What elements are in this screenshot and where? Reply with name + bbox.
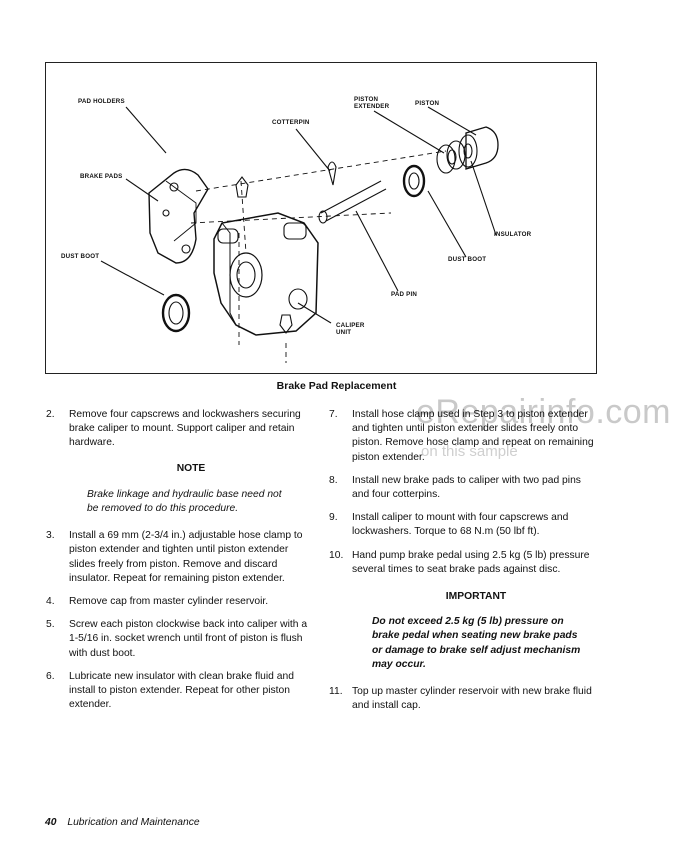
step-6: 6. Lubricate new insulator with clean br… <box>45 670 313 713</box>
step-5: 5. Screw each piston clockwise back into… <box>45 618 313 661</box>
label-brake-pads: BRAKE PADS <box>80 173 123 180</box>
step-number: 10. <box>329 549 344 561</box>
label-caliper-unit: CALIPER UNIT <box>336 322 365 336</box>
step-number: 6. <box>46 670 55 682</box>
step-10: 10. Hand pump brake pedal using 2.5 kg (… <box>328 549 600 577</box>
figure-frame: PAD HOLDERS PISTON EXTENDER PISTON COTTE… <box>45 62 597 374</box>
step-number: 4. <box>46 596 55 608</box>
step-text: Remove four capscrews and lockwashers se… <box>69 409 301 449</box>
watermark-text: eRepairinfo.com <box>415 393 671 431</box>
step-number: 7. <box>329 409 338 420</box>
step-number: 11. <box>329 686 343 698</box>
label-cotterpin: COTTERPIN <box>272 119 310 126</box>
section-title: Lubrication and Maintenance <box>67 817 200 828</box>
step-text: Remove cap from master cylinder reservoi… <box>69 596 269 608</box>
step-4: 4. Remove cap from master cylinder reser… <box>45 595 313 609</box>
label-insulator: INSULATOR <box>494 231 532 238</box>
step-number: 2. <box>46 409 55 420</box>
step-text: Install new brake pads to caliper with t… <box>352 474 581 501</box>
step-2: 2. Remove four capscrews and lockwashers… <box>45 408 313 451</box>
label-dust-boot-right: DUST BOOT <box>448 256 487 263</box>
important-body: Do not exceed 2.5 kg (5 lb) pressure on … <box>372 616 581 670</box>
note-body: Brake linkage and hydraulic base need no… <box>87 488 282 515</box>
label-dust-boot-left: DUST BOOT <box>61 253 100 260</box>
step-number: 3. <box>46 530 55 542</box>
step-text: Top up master cylinder reservoir with ne… <box>352 686 592 712</box>
step-9: 9. Install caliper to mount with four ca… <box>328 511 600 539</box>
step-8: 8. Install new brake pads to caliper wit… <box>328 474 600 502</box>
step-text: Lubricate new insulator with clean brake… <box>69 670 294 711</box>
label-piston: PISTON <box>415 100 440 107</box>
step-11: 11. Top up master cylinder reservoir wit… <box>328 685 600 713</box>
label-piston-extender: PISTON EXTENDER <box>354 96 390 110</box>
step-number: 5. <box>46 619 55 631</box>
brake-caliper-illustration <box>100 106 499 363</box>
figure-caption: Brake Pad Replacement <box>276 380 397 392</box>
step-text: Install hose clamp used in Step 3 to pis… <box>352 409 594 463</box>
page-number: 40 <box>45 817 57 828</box>
step-7: 7. Install hose clamp used in Step 3 to … <box>328 408 600 465</box>
page-footer: 40 Lubrication and Maintenance <box>45 817 200 828</box>
right-column: 7. Install hose clamp used in Step 3 to … <box>328 408 600 722</box>
note-heading: NOTE <box>176 462 206 474</box>
step-number: 9. <box>329 512 338 524</box>
step-text: Install caliper to mount with four capsc… <box>352 512 569 538</box>
step-text: Install a 69 mm (2-3/4 in.) adjustable h… <box>69 530 303 584</box>
label-pad-holders: PAD HOLDERS <box>78 98 125 105</box>
left-column: 2. Remove four capscrews and lockwashers… <box>45 408 313 721</box>
step-number: 8. <box>329 474 338 486</box>
step-3: 3. Install a 69 mm (2-3/4 in.) adjustabl… <box>45 529 313 586</box>
watermark-subtext: on this sample <box>421 443 518 460</box>
important-heading: IMPORTANT <box>445 591 507 603</box>
step-text: Screw each piston clockwise back into ca… <box>69 619 308 659</box>
label-pad-pin: PAD PIN <box>391 291 418 298</box>
step-text: Hand pump brake pedal using 2.5 kg (5 lb… <box>352 549 590 575</box>
